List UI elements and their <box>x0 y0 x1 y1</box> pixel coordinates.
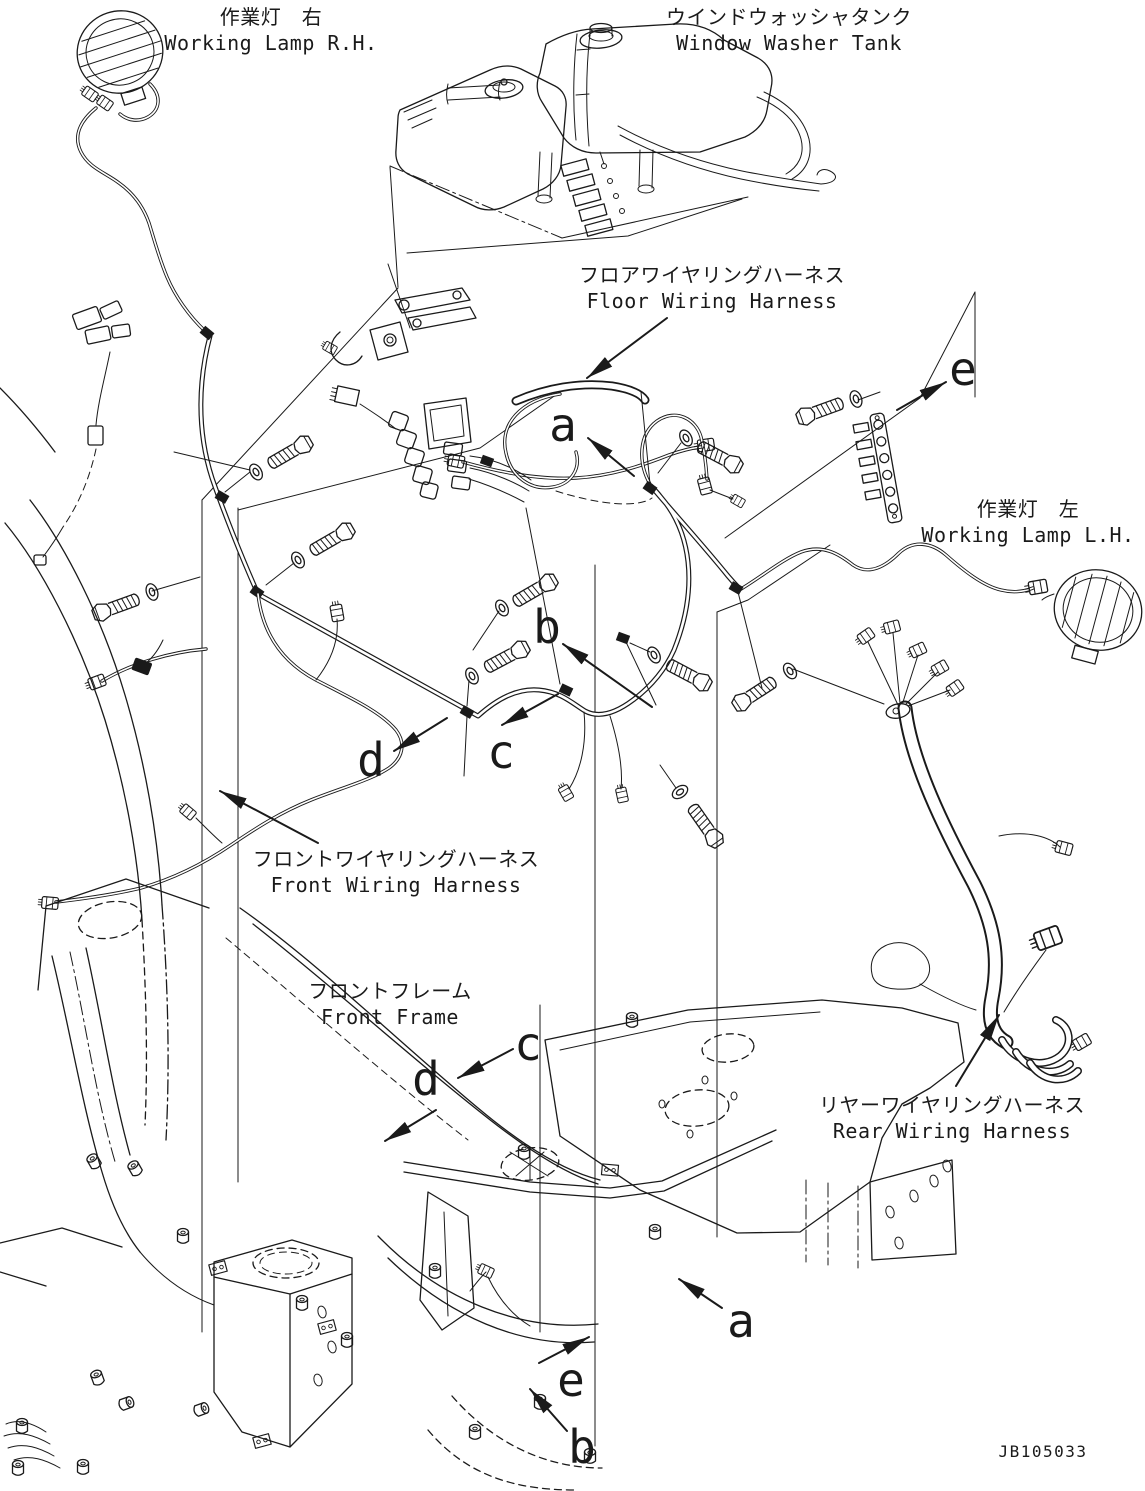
front-frame-part <box>0 878 965 1491</box>
working-lamp-lh-part <box>1041 569 1143 665</box>
view-arrows <box>219 317 1000 1432</box>
drawing-number: JB105033 <box>998 1442 1088 1461</box>
view-marker-b-bottom: b <box>568 1420 596 1474</box>
label-working-lamp-lh: 作業灯 左 Working Lamp L.H. <box>921 496 1134 548</box>
leader-lines <box>151 391 885 789</box>
view-marker-a-bottom: a <box>727 1294 755 1348</box>
label-working-lamp-lh-en: Working Lamp L.H. <box>921 523 1135 547</box>
section-lines <box>201 166 976 1447</box>
label-working-lamp-rh: 作業灯 右 Working Lamp R.H. <box>164 4 377 56</box>
label-rear-wiring-harness-jp: リヤーワイヤリングハーネス <box>819 1093 1085 1117</box>
label-working-lamp-rh-en: Working Lamp R.H. <box>164 31 378 55</box>
label-front-wiring-harness: フロントワイヤリングハーネス Front Wiring Harness <box>253 846 539 898</box>
cab-edge-lines <box>0 300 169 1141</box>
view-marker-d-bottom: d <box>412 1052 440 1106</box>
view-marker-e-center: e <box>949 342 977 396</box>
label-window-washer-tank-jp: ウインドウォッシャタンク <box>666 5 912 29</box>
label-front-frame: フロントフレーム Front Frame <box>308 978 471 1030</box>
view-marker-b-center: b <box>533 600 561 654</box>
view-marker-a-center: a <box>549 398 577 452</box>
label-front-wiring-harness-jp: フロントワイヤリングハーネス <box>252 847 540 871</box>
label-floor-wiring-harness-en: Floor Wiring Harness <box>586 289 838 313</box>
label-rear-wiring-harness-en: Rear Wiring Harness <box>832 1119 1072 1143</box>
main-harness <box>198 325 1049 804</box>
label-floor-wiring-harness: フロアワイヤリングハーネス Floor Wiring Harness <box>579 262 845 314</box>
rear-wiring-harness-part <box>853 619 1093 1084</box>
label-front-frame-en: Front Frame <box>321 1005 459 1029</box>
window-washer-tank-part <box>389 22 836 254</box>
front-wiring-harness-part <box>37 592 404 911</box>
label-window-washer-tank-en: Window Washer Tank <box>676 31 902 55</box>
bracket-and-connector-cluster <box>319 263 653 505</box>
label-working-lamp-rh-jp: 作業灯 右 <box>219 5 323 29</box>
view-marker-d-center: d <box>357 733 385 787</box>
label-working-lamp-lh-jp: 作業灯 左 <box>976 497 1080 521</box>
label-front-wiring-harness-en: Front Wiring Harness <box>270 873 522 897</box>
terminal-strip-part <box>852 412 903 524</box>
view-marker-e-bottom: e <box>557 1353 585 1407</box>
view-marker-c-bottom: c <box>514 1017 542 1071</box>
label-window-washer-tank: ウインドウォッシャタンク Window Washer Tank <box>666 4 912 56</box>
label-rear-wiring-harness: リヤーワイヤリングハーネス Rear Wiring Harness <box>819 1092 1085 1144</box>
view-marker-c-center: c <box>487 725 515 779</box>
working-lamp-rh-part <box>76 10 207 333</box>
floor-wiring-harness-part <box>442 380 716 481</box>
label-floor-wiring-harness-jp: フロアワイヤリングハーネス <box>579 263 845 287</box>
label-front-frame-jp: フロントフレーム <box>308 979 472 1003</box>
